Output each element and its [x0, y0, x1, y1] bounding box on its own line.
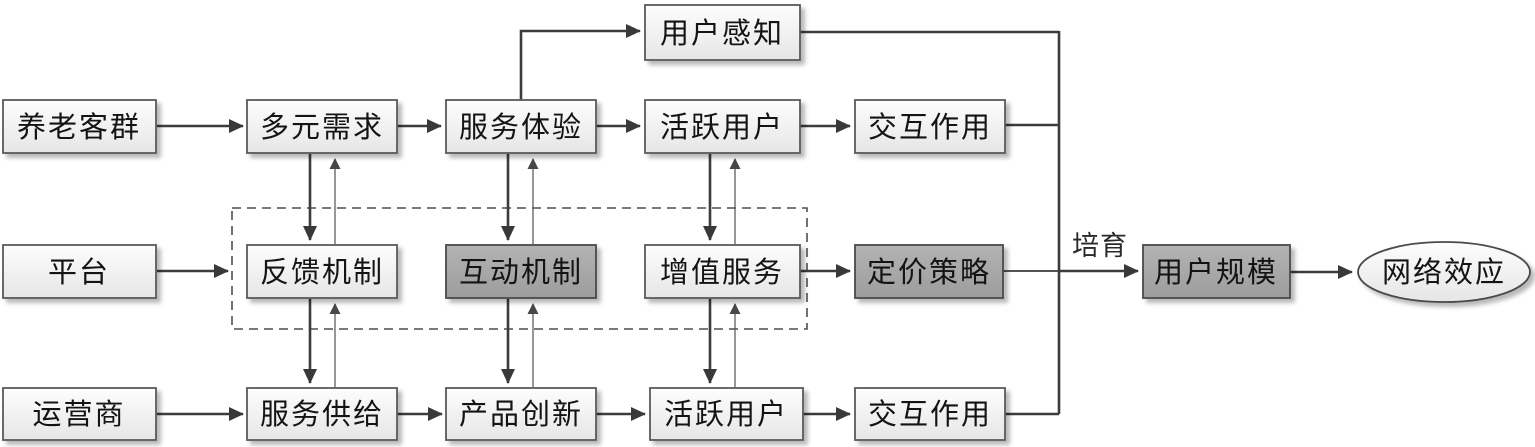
node-pricing-strategy-label: 定价策略 [867, 255, 991, 289]
node-pension-customers: 养老客群 [2, 99, 157, 154]
node-feedback-mechanism-label: 反馈机制 [260, 255, 384, 289]
node-operator: 运营商 [2, 387, 157, 441]
node-service-experience-label: 服务体验 [459, 110, 583, 144]
node-platform: 平台 [2, 244, 157, 299]
node-interactive-mechanism: 互动机制 [445, 244, 597, 299]
node-pension-customers-label: 养老客群 [17, 110, 141, 144]
node-pricing-strategy: 定价策略 [854, 244, 1004, 299]
node-interaction-bottom-label: 交互作用 [868, 397, 992, 431]
node-network-effect: 网络效应 [1357, 241, 1531, 303]
node-product-innovation-label: 产品创新 [459, 397, 583, 431]
node-network-effect-label: 网络效应 [1382, 255, 1506, 289]
node-interaction-top-label: 交互作用 [868, 110, 992, 144]
node-active-users-top: 活跃用户 [644, 99, 801, 154]
node-interactive-mechanism-label: 互动机制 [459, 255, 583, 289]
node-feedback-mechanism: 反馈机制 [246, 244, 398, 299]
node-active-users-bottom: 活跃用户 [649, 387, 804, 441]
node-user-perception: 用户感知 [644, 4, 801, 61]
node-service-supply: 服务供给 [246, 387, 398, 441]
node-user-scale-label: 用户规模 [1154, 255, 1278, 289]
mechanism-dashed-frame [231, 207, 808, 330]
cultivate-edge-label: 培育 [1072, 231, 1128, 262]
node-value-added-service: 增值服务 [644, 244, 801, 299]
node-service-experience: 服务体验 [445, 99, 597, 154]
node-service-supply-label: 服务供给 [260, 397, 384, 431]
node-operator-label: 运营商 [32, 397, 125, 431]
node-active-users-top-label: 活跃用户 [660, 110, 784, 144]
node-diverse-demand: 多元需求 [246, 99, 398, 154]
node-active-users-bottom-label: 活跃用户 [664, 397, 788, 431]
node-product-innovation: 产品创新 [445, 387, 597, 441]
node-interaction-top: 交互作用 [854, 99, 1006, 154]
connector-experience-to-perception [519, 24, 641, 100]
node-user-perception-label: 用户感知 [660, 16, 784, 50]
node-value-added-service-label: 增值服务 [660, 255, 784, 289]
node-user-scale: 用户规模 [1142, 244, 1291, 299]
node-interaction-bottom: 交互作用 [854, 387, 1006, 441]
node-diverse-demand-label: 多元需求 [260, 110, 384, 144]
node-platform-label: 平台 [48, 255, 110, 289]
